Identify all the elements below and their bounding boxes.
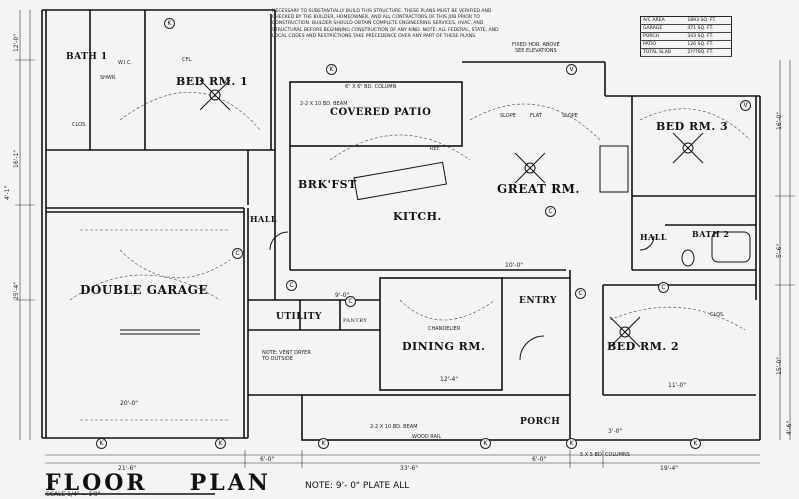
dim-16-1: 16'-1" — [13, 149, 20, 168]
tag-c: C — [286, 280, 297, 291]
label-slope-right: SLOPE — [562, 113, 578, 119]
tag-k: K — [215, 438, 226, 449]
label-shower: SHWR. — [100, 75, 117, 81]
plan-title: FLOOR PLAN — [45, 470, 313, 496]
area-label: PORCH — [640, 32, 686, 41]
room-hall-right: HALL — [640, 232, 668, 242]
general-notes: NECESSARY TO SUBSTANTIALLY BUILD THIS ST… — [272, 9, 499, 39]
label-closet: CLOS. — [72, 122, 87, 128]
tag-k: K — [326, 64, 337, 75]
area-label: A/C AREA — [640, 16, 686, 25]
room-hall-left: HALL — [250, 214, 278, 224]
dim-21-6: 21'-6" — [118, 465, 137, 472]
dim-12-4: 12'-4" — [440, 376, 459, 383]
area-row: A/C AREA 1893 SQ. FT. — [640, 16, 732, 25]
room-pantry: PANTRY — [343, 318, 368, 324]
tag-k: K — [96, 438, 107, 449]
plate-note: NOTE: 9'- 0" PLATE ALL — [305, 481, 410, 491]
room-breakfast: BRK'FST — [298, 178, 357, 191]
tag-k: K — [318, 438, 329, 449]
room-kitchen: KITCH. — [393, 210, 442, 223]
label-wic: W.I.C. — [118, 60, 133, 66]
dim-25-4: 25'-4" — [13, 281, 20, 300]
tag-c: C — [345, 296, 356, 307]
tag-c: C — [232, 248, 243, 259]
tag-k: K — [164, 18, 175, 29]
area-label: TOTAL SLAB — [640, 48, 686, 57]
area-value: 2???SQ. FT. — [685, 48, 732, 57]
room-bath-1: BATH 1 — [66, 52, 108, 62]
area-row: PATIO 126 SQ. FT. — [640, 40, 732, 49]
dim-12-0: 12'-0" — [13, 33, 20, 52]
note-column: 6" X 6" BD. COLUMN — [345, 84, 397, 90]
dim-9-0: 9'-0" — [335, 292, 350, 299]
room-great-room: GREAT RM. — [497, 182, 581, 196]
room-bath-2: BATH 2 — [692, 229, 730, 239]
tag-c: C — [545, 206, 556, 217]
dim-10-0: 10'-0" — [505, 262, 524, 269]
note-beam: 2-2 X 10 BD. BEAM — [300, 101, 348, 107]
tag-c: C — [575, 288, 586, 299]
dim-33-6: 33'-6" — [400, 465, 419, 472]
tag-k: K — [690, 438, 701, 449]
dim-5-6: 5'-6" — [776, 243, 783, 258]
area-row: TOTAL SLAB 2???SQ. FT. — [640, 48, 732, 57]
dim-11-0: 11'-0" — [668, 382, 687, 389]
area-label: GARAGE — [640, 24, 686, 33]
label-chandelier: CHANDELIER — [428, 326, 461, 332]
note-wood-rail: WOOD RAIL — [412, 434, 442, 440]
note-beam-porch: 2-2 X 10 BD. BEAM — [370, 424, 418, 430]
room-bed-2: BED RM. 2 — [607, 340, 680, 353]
area-value: 126 SQ. FT. — [685, 40, 732, 49]
tag-k: K — [480, 438, 491, 449]
room-covered-patio: COVERED PATIO — [330, 107, 432, 118]
dim-15-0: 15'-0" — [776, 356, 783, 375]
dim-6-0b: 6'-0" — [532, 456, 547, 463]
room-entry: ENTRY — [519, 296, 557, 306]
area-row: GARAGE 471 SQ. FT. — [640, 24, 732, 33]
label-slope-left: SLOPE — [500, 113, 516, 119]
room-bed-1: BED RM. 1 — [176, 75, 249, 88]
note-columns: 5 X 5 BD. COLUMNS — [580, 452, 630, 458]
dim-3-0: 3'-0" — [608, 428, 623, 435]
plan-scale: SCALE 1/4" = 1'0" — [46, 491, 101, 498]
dim-20-0: 20'-0" — [120, 400, 139, 407]
label-closet-bed2: CLOS. — [710, 312, 725, 318]
room-utility: UTILITY — [276, 312, 322, 322]
area-value: 471 SQ. FT. — [685, 24, 732, 33]
room-dining: DINING RM. — [402, 340, 486, 353]
area-label: PATIO — [640, 40, 686, 49]
label-ref: REF. — [430, 146, 441, 152]
label-flat: FLAT — [530, 113, 542, 119]
area-table: A/C AREA 1893 SQ. FT. GARAGE 471 SQ. FT.… — [640, 16, 732, 57]
dim-4-1: 4'-1" — [4, 185, 11, 200]
dim-19-4: 19'-4" — [660, 465, 679, 472]
dim-6-0: 6'-0" — [260, 456, 275, 463]
dim-4-6: 4'-6" — [786, 420, 793, 435]
note-fixed-header: FIXED HDR. ABOVE SEE ELEVATIONS — [512, 42, 560, 54]
area-value: 343 SQ. FT. — [685, 32, 732, 41]
label-cfl: CFL. — [182, 57, 193, 63]
tag-k: K — [566, 438, 577, 449]
area-value: 1893 SQ. FT. — [685, 16, 732, 25]
area-row: PORCH 343 SQ. FT. — [640, 32, 732, 41]
tag-v: V — [740, 100, 751, 111]
note-vent-dryer: NOTE: VENT DRYER TO OUTSIDE — [262, 350, 311, 362]
dim-16-0: 16'-0" — [776, 111, 783, 130]
plan-title-plan: PLAN — [189, 470, 271, 496]
room-double-garage: DOUBLE GARAGE — [80, 283, 208, 297]
room-bed-3: BED RM. 3 — [656, 120, 729, 133]
tag-c: C — [658, 282, 669, 293]
plan-title-floor: FLOOR — [45, 470, 148, 496]
tag-v: V — [566, 64, 577, 75]
room-porch: PORCH — [520, 417, 561, 427]
